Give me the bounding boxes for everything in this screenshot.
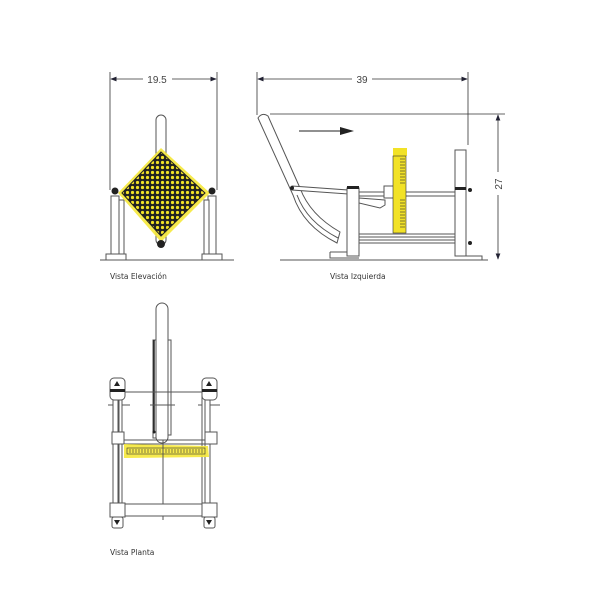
bolt-icon bbox=[157, 240, 165, 248]
dimension-width: 19.5 bbox=[109, 72, 218, 190]
dimension-length-label: 39 bbox=[356, 75, 368, 86]
blade-strip bbox=[124, 444, 209, 458]
bolt-icon bbox=[111, 187, 119, 195]
view-label-plan: Vista Planta bbox=[110, 548, 154, 557]
dimension-height-label: 27 bbox=[494, 178, 505, 190]
dimension-height: 27 bbox=[270, 113, 505, 260]
plan-view: Vista Planta bbox=[108, 302, 220, 557]
dimension-length: 39 bbox=[256, 72, 469, 145]
bolt-icon bbox=[206, 381, 212, 386]
bolt-icon bbox=[114, 520, 120, 525]
bolt-icon bbox=[114, 381, 120, 386]
blade-holder bbox=[393, 156, 406, 233]
elevation-view: 19.5 Vista Elevación bbox=[100, 72, 234, 281]
blade-top bbox=[393, 148, 407, 156]
dimension-width-label: 19.5 bbox=[147, 75, 167, 86]
view-label-elevation: Vista Elevación bbox=[110, 272, 167, 281]
view-label-left: Vista Izquierda bbox=[330, 272, 386, 281]
bolt-icon bbox=[208, 187, 216, 195]
arrow-head-icon bbox=[340, 127, 354, 135]
left-view: 39 27 bbox=[256, 72, 505, 281]
cutting-grid bbox=[121, 151, 206, 237]
bolt-icon bbox=[206, 520, 212, 525]
